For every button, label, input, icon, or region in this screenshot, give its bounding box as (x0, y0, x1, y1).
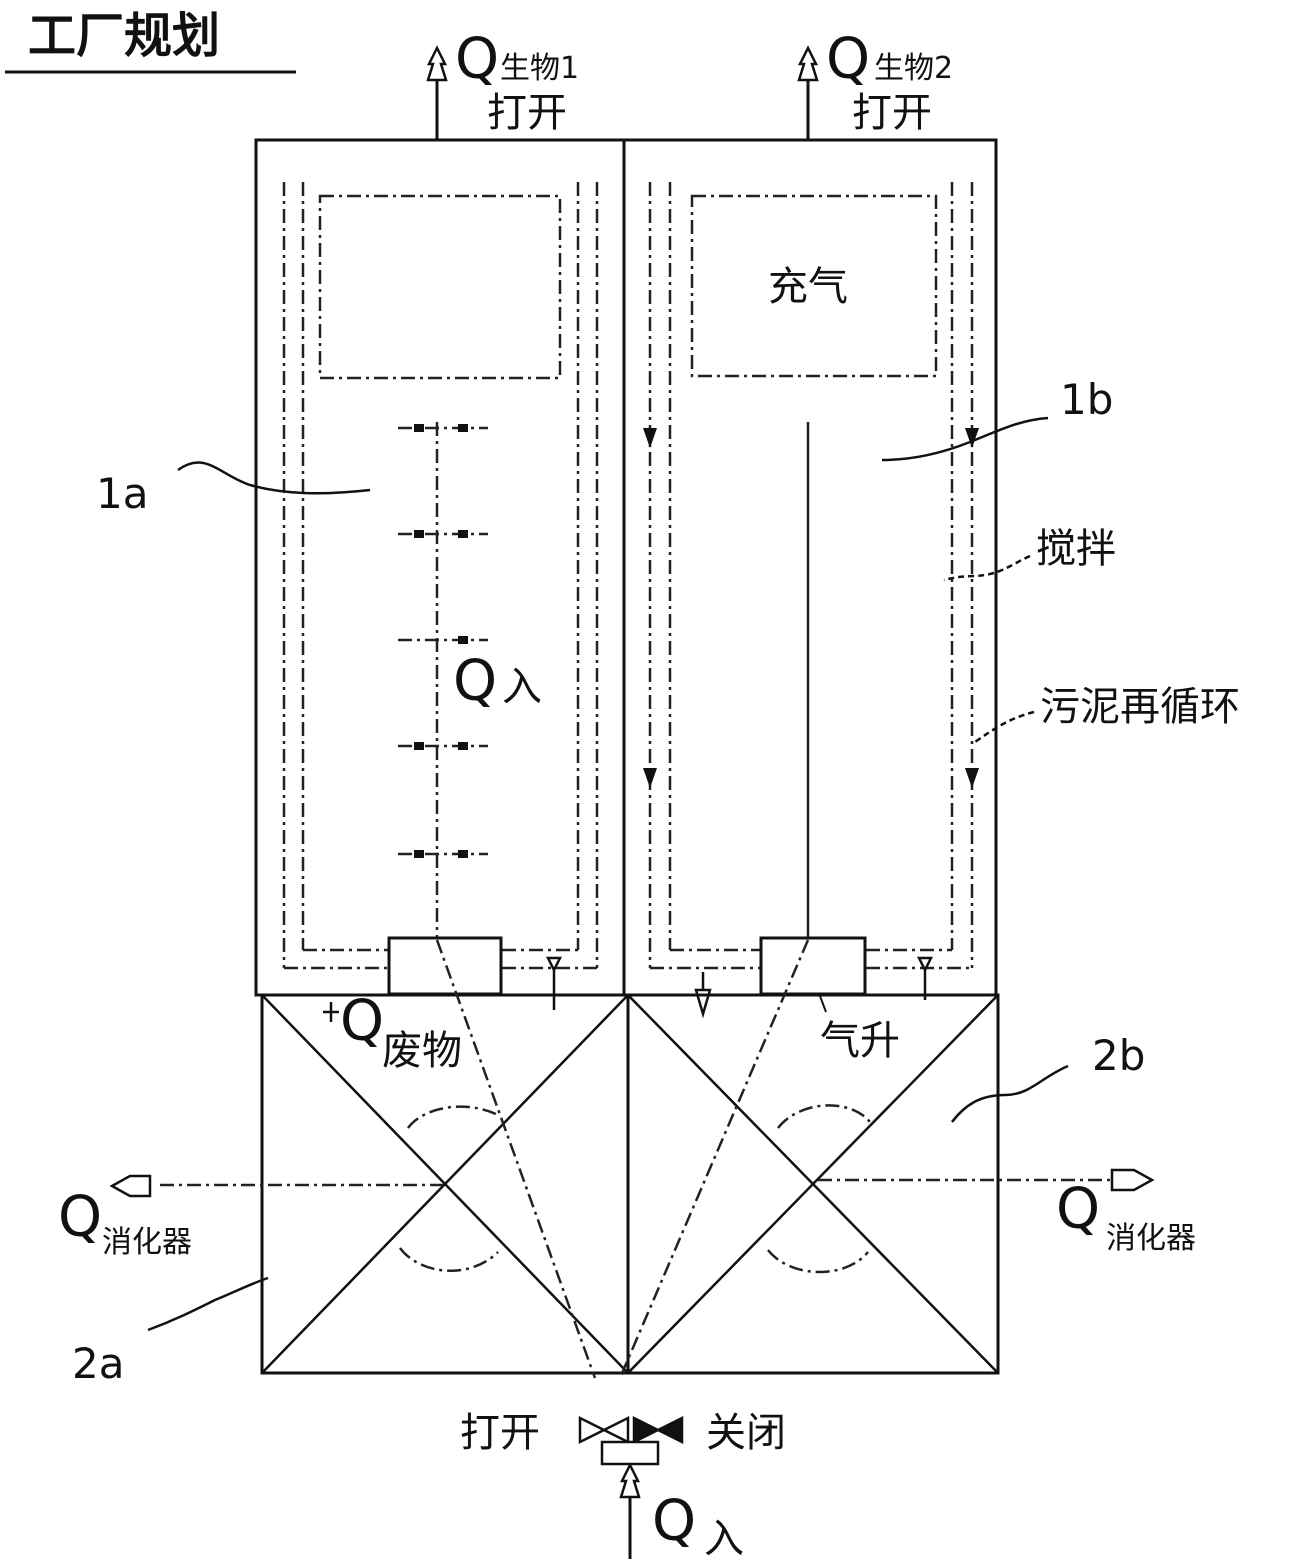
q-symbol: Q (455, 27, 499, 92)
reactor-1b-internals (648, 182, 974, 970)
q-symbol: Q (453, 649, 497, 714)
arrow-up-icon (426, 45, 448, 82)
valve-closed-icon (632, 1415, 684, 1445)
recirculation-arrows (643, 428, 979, 788)
valve-markers (323, 956, 934, 1022)
digester-flow-lines (160, 939, 1110, 1379)
outlet-bio2: Q 生物2 打开 (797, 27, 953, 140)
arrow-down-icon (965, 768, 979, 788)
valve-open-icon (578, 1415, 630, 1445)
leader-1a (177, 461, 371, 495)
page-title: 工厂规划 (28, 8, 220, 64)
valve-left-state: 打开 (460, 1410, 540, 1456)
q-symbol: Q (1056, 1177, 1100, 1242)
airlift-label: 气升 (820, 1018, 900, 1064)
leader-stirring (943, 554, 1031, 582)
q-symbol: Q (652, 1489, 696, 1554)
ref-2a: 2a (72, 1339, 124, 1388)
q-symbol: Q (58, 1185, 102, 1250)
ref-2b: 2b (1092, 1031, 1145, 1080)
digester-right-sub: 消化器 (1106, 1221, 1196, 1256)
outlet-2-state: 打开 (852, 90, 932, 136)
leader-1b (881, 416, 1049, 462)
arrow-right-icon (1110, 1168, 1155, 1192)
reactor-box (254, 138, 998, 997)
waste-sub: 废物 (382, 1028, 462, 1074)
digester-x-marks (261, 994, 999, 1374)
ref-1b: 1b (1060, 375, 1113, 424)
arrow-up-icon (797, 45, 819, 82)
arrow-down-icon (694, 972, 712, 1019)
arrow-up-icon (619, 1462, 641, 1499)
aeration-label: 充气 (768, 264, 848, 310)
airlift-box-left (387, 936, 503, 996)
outlet-2-sub: 生物2 (874, 51, 953, 86)
inflow-bottom-sub: 入 (704, 1516, 744, 1559)
outlet-1-state: 打开 (487, 90, 567, 136)
outlet-1-sub: 生物1 (500, 51, 579, 86)
stirring-label: 搅拌 (1036, 526, 1116, 572)
sludge-recirculation-label: 污泥再循环 (1040, 684, 1240, 730)
arrow-down-icon (643, 428, 657, 448)
q-symbol: Q (340, 989, 384, 1054)
q-symbol: Q (826, 27, 870, 92)
arrow-down-icon (643, 768, 657, 788)
reactor-1a-internals (282, 182, 599, 970)
outlet-bio1: Q 生物1 打开 (426, 27, 579, 140)
leader-2b (951, 1064, 1069, 1123)
leader-2a (147, 1276, 269, 1332)
airlift-box-right (759, 936, 867, 996)
arrow-left-icon (109, 1174, 152, 1198)
digester-left-sub: 消化器 (102, 1225, 192, 1260)
leader-sludge (974, 710, 1035, 744)
diffuser-markers (414, 424, 468, 858)
leader-airlift (819, 995, 827, 1013)
inflow-center-sub: 入 (502, 664, 542, 710)
bottom-valves (578, 1415, 684, 1466)
valve-right-state: 关闭 (706, 1410, 786, 1456)
arrow-down-icon (965, 428, 979, 448)
ref-1a: 1a (96, 469, 148, 518)
